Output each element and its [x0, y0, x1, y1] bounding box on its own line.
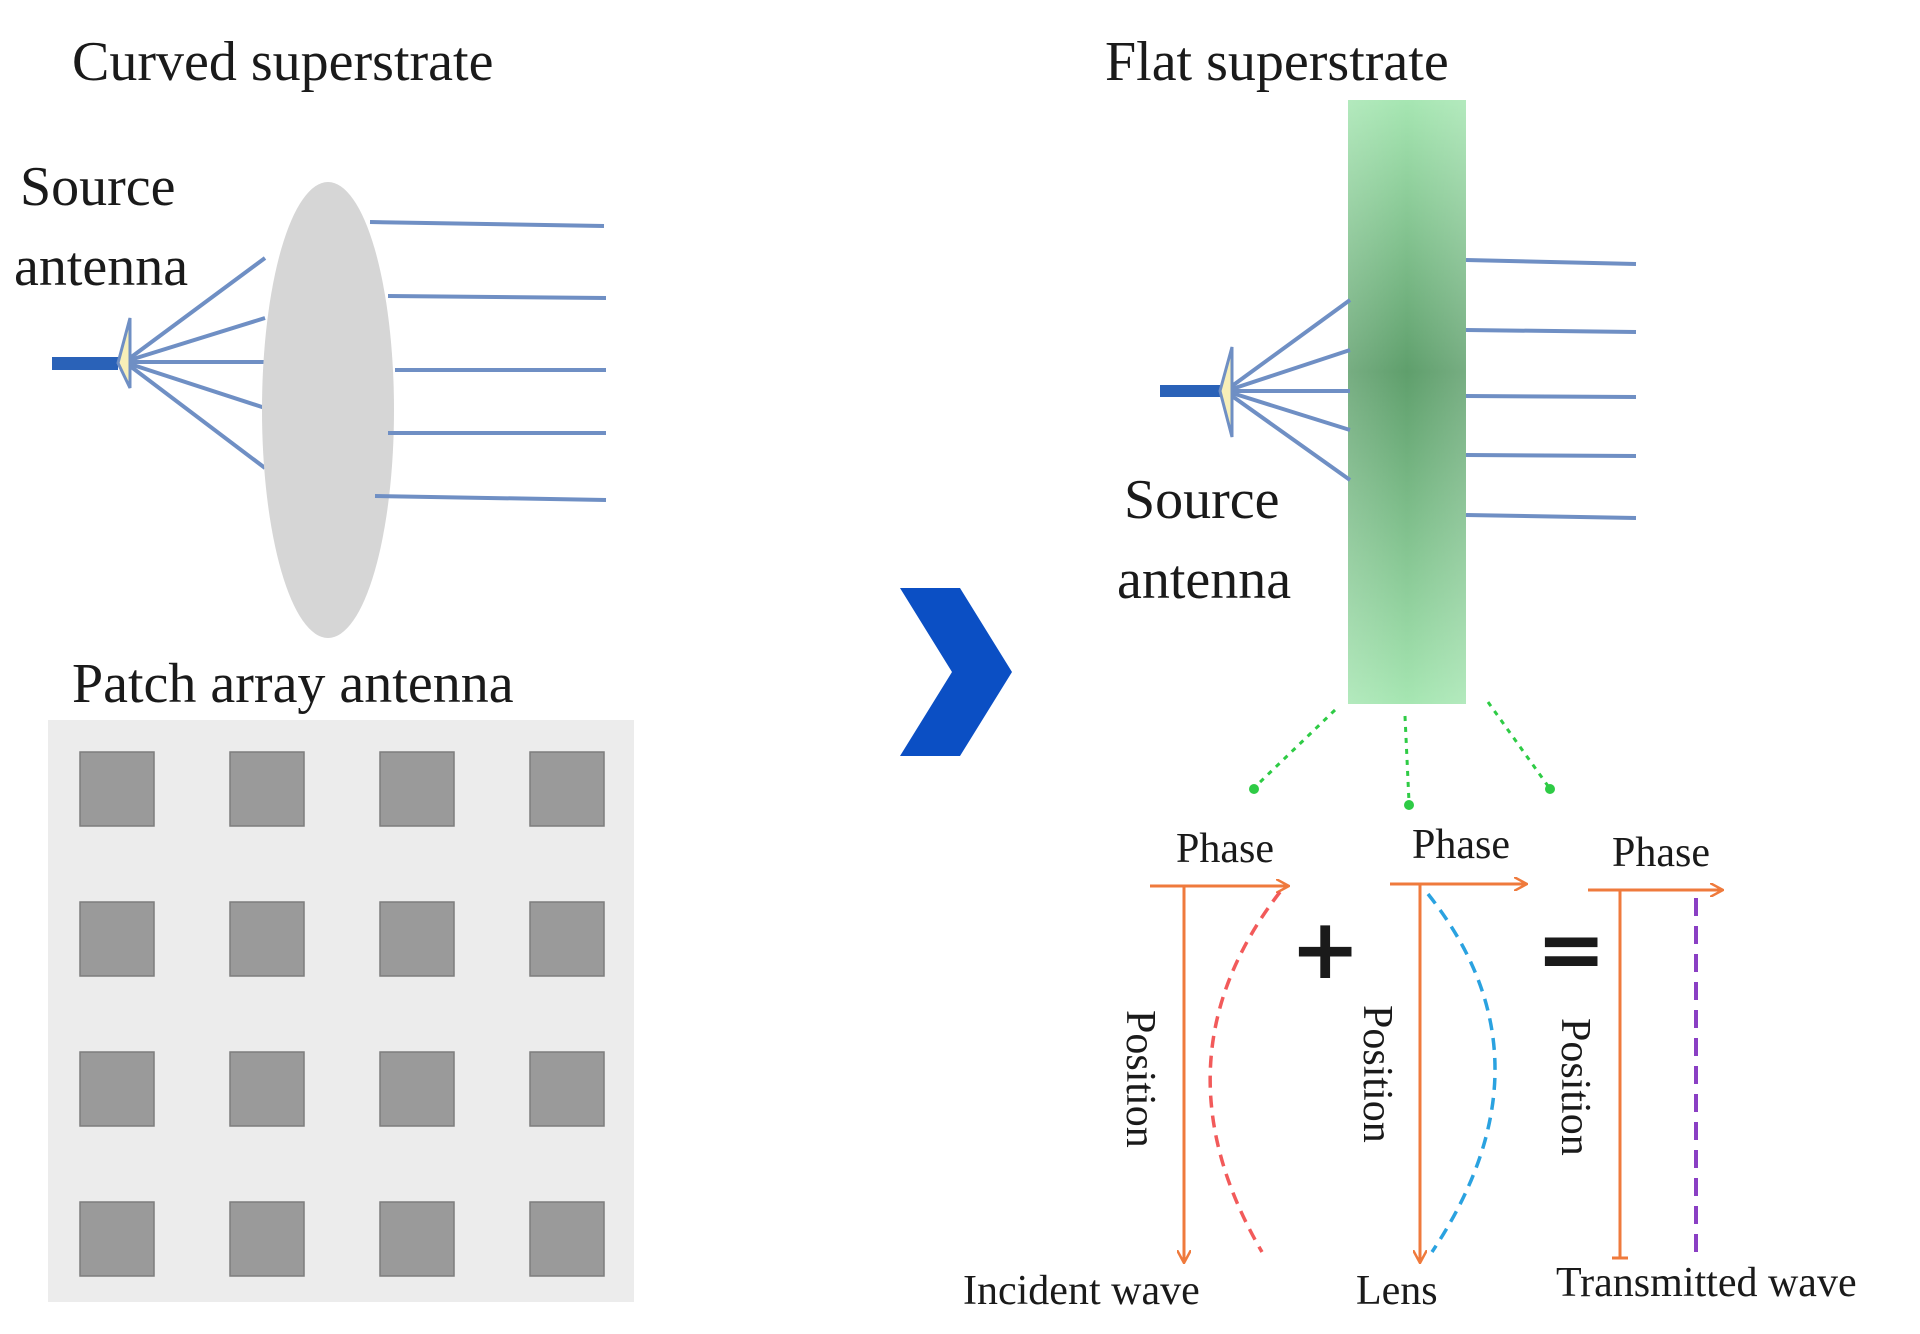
left-source-label: Source — [20, 156, 176, 218]
patch-element — [379, 1051, 455, 1127]
right-feed-line — [1160, 385, 1220, 397]
left-transmitted-rays — [369, 220, 607, 502]
patch-element — [79, 901, 155, 977]
plus-sign: + — [1290, 900, 1360, 998]
right-transmitted-rays — [1465, 258, 1637, 520]
left-horn-icon — [116, 317, 132, 389]
patch-array-title: Patch array antenna — [72, 653, 514, 715]
curved-lens — [262, 182, 394, 638]
transmitted-position-label: Position — [1552, 1018, 1598, 1156]
patch-element — [79, 1051, 155, 1127]
transform-arrow-icon — [900, 588, 1012, 756]
incident-position-label: Position — [1117, 1010, 1163, 1148]
patch-element — [529, 901, 605, 977]
patch-grid — [79, 751, 605, 1277]
left-feed-line — [52, 357, 118, 370]
flat-superstrate-title: Flat superstrate — [1105, 31, 1449, 93]
right-horn-icon — [1218, 346, 1234, 438]
incident-wave-label: Incident wave — [963, 1268, 1200, 1314]
patch-element — [379, 751, 455, 827]
right-antenna-label: antenna — [1117, 549, 1291, 611]
left-incident-rays — [128, 256, 267, 470]
patch-element — [529, 751, 605, 827]
right-incident-rays — [1230, 298, 1352, 482]
equals-sign: = — [1536, 900, 1606, 998]
phase-plot-lens: Phase Position Lens — [1354, 822, 1526, 1314]
lens-phase-label: Phase — [1412, 822, 1510, 868]
transmitted-phase-label: Phase — [1612, 830, 1710, 876]
right-source-antenna — [1160, 346, 1234, 438]
transmitted-wave-label: Transmitted wave — [1556, 1260, 1857, 1306]
left-antenna-label: antenna — [14, 236, 188, 298]
patch-element — [529, 1201, 605, 1277]
incident-phase-curve — [1208, 890, 1282, 1253]
patch-element — [229, 901, 305, 977]
patch-element — [79, 751, 155, 827]
left-source-antenna — [52, 317, 132, 389]
patch-element — [79, 1201, 155, 1277]
right-source-label: Source — [1124, 469, 1280, 531]
phase-plot-incident: Phase Position Incident wave — [963, 826, 1288, 1314]
patch-element — [379, 901, 455, 977]
patch-element — [529, 1051, 605, 1127]
lens-position-label: Position — [1354, 1005, 1400, 1143]
phase-plot-transmitted: Phase Position Transmitted wave — [1552, 830, 1857, 1306]
patch-element — [229, 1051, 305, 1127]
lens-label: Lens — [1356, 1268, 1438, 1314]
detail-leader-lines — [1254, 701, 1550, 803]
patch-element — [229, 751, 305, 827]
curved-superstrate-title: Curved superstrate — [72, 31, 493, 93]
incident-phase-label: Phase — [1176, 826, 1274, 872]
patch-element — [229, 1201, 305, 1277]
lens-phase-curve — [1426, 892, 1497, 1253]
patch-element — [379, 1201, 455, 1277]
